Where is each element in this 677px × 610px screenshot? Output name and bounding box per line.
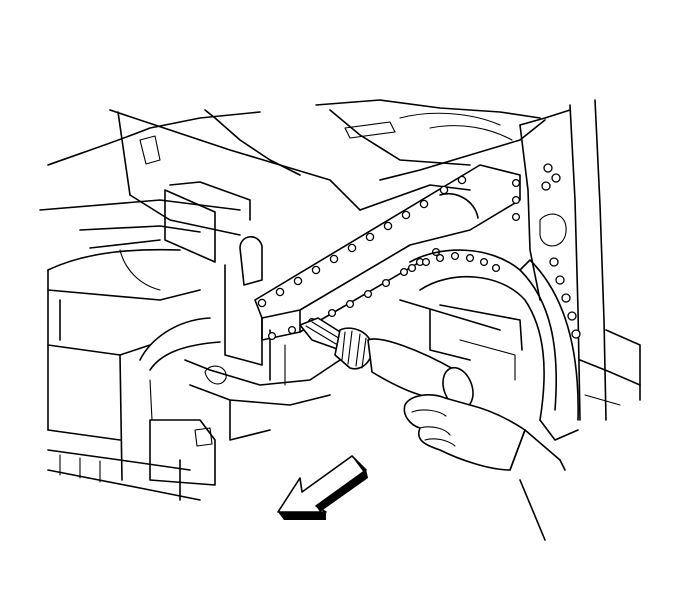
- door-pillar: [519, 99, 641, 421]
- pillar-welds: [541, 163, 581, 339]
- crossmember: [149, 181, 341, 501]
- gloved-hand-icon: [403, 394, 566, 541]
- upper-rail-welds: [257, 175, 467, 308]
- upper-body-panels: [47, 99, 546, 236]
- wheel-arch: [399, 249, 579, 441]
- spot-weld-drill-icon: [299, 317, 474, 410]
- direction-arrow-icon: [277, 455, 368, 520]
- radiator-support: [39, 199, 241, 501]
- arch-welds: [407, 178, 521, 273]
